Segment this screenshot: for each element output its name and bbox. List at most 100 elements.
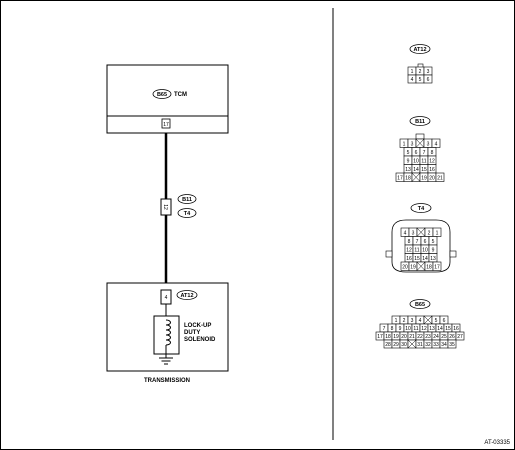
b65-pin: 31	[417, 342, 423, 348]
b65-pin: 20	[401, 334, 407, 340]
b65-pin: 2	[403, 318, 406, 324]
transmission-connector-label: AT12	[180, 293, 193, 299]
b11-cell	[435, 172, 445, 182]
at12-pin: 4	[411, 77, 414, 83]
transmission-pin-number: 4	[165, 295, 168, 301]
b11-badge	[409, 116, 431, 126]
t4-pin: 1	[436, 231, 439, 237]
solenoid-coil-icon	[165, 319, 171, 346]
b11-pin: 17	[397, 176, 403, 182]
t4-title: T4	[418, 206, 425, 212]
b11-pin: 7	[423, 150, 426, 156]
t4-pin: 10	[422, 248, 428, 254]
b65-blank-mark	[407, 339, 417, 349]
at12-pin: 5	[419, 77, 422, 83]
b65-pin: 28	[385, 342, 391, 348]
b11-pin: 18	[405, 176, 411, 182]
b11-pin: 4	[435, 142, 438, 148]
b11-pin: 8	[431, 150, 434, 156]
b65-pin: 8	[391, 326, 394, 332]
b11-pin: 5	[407, 150, 410, 156]
t4-tab-right	[449, 250, 457, 258]
b11-pin: 3	[427, 142, 430, 148]
at12-badge	[409, 44, 431, 54]
b65-pin: 19	[393, 334, 399, 340]
b65-pin: 5	[435, 318, 438, 324]
harness-connector-b-label: T4	[184, 211, 191, 217]
b11-pin: 11	[421, 159, 426, 165]
b11-pin: 20	[429, 176, 435, 182]
at12-title: AT12	[413, 47, 426, 53]
at12-cell	[423, 74, 433, 84]
t4-blank-mark	[416, 261, 426, 271]
t4-pin: 3	[412, 231, 415, 237]
tcm-label: TCM	[174, 92, 187, 98]
b65-pin: 18	[385, 334, 391, 340]
b65-pin: 10	[405, 326, 411, 332]
t4-pin: 16	[406, 256, 412, 262]
b65-cell	[447, 339, 457, 349]
at12-pin: 1	[411, 69, 414, 75]
b65-pin: 33	[433, 342, 439, 348]
b65-cell	[455, 331, 465, 341]
t4-pin: 7	[416, 239, 419, 245]
b11-pin: 9	[407, 159, 410, 165]
b65-badge	[409, 299, 431, 309]
t4-pin: 18	[426, 265, 432, 271]
b65-pin: 34	[441, 342, 447, 348]
b65-pin: 3	[411, 318, 414, 324]
t4-pin: 17	[434, 265, 440, 271]
tcm-pin-number: 17	[163, 122, 169, 128]
b11-pin: 10	[413, 159, 419, 165]
b11-blank-mark	[411, 172, 421, 182]
b65-pin: 16	[453, 326, 459, 332]
t4-pin: 15	[414, 256, 420, 262]
t4-pin: 6	[424, 239, 427, 245]
b11-pin: 12	[429, 159, 435, 165]
harness-badge-a	[177, 194, 197, 204]
b65-pin: 29	[393, 342, 399, 348]
b65-pin: 13	[429, 326, 435, 332]
b65-pin: 11	[413, 326, 418, 332]
b65-title: B65	[415, 302, 425, 308]
tcm-pin-box	[161, 118, 171, 129]
solenoid-label-line1: LOCK-UP	[184, 323, 211, 329]
harness-connector-a-label: B11	[182, 197, 192, 203]
t4-pin: 20	[402, 265, 408, 271]
b11-blank-mark	[415, 138, 425, 148]
b65-pin: 17	[377, 334, 383, 340]
b11-title: B11	[415, 119, 425, 125]
b65-pin: 12	[421, 326, 427, 332]
b11-latch	[415, 133, 425, 140]
b65-pin: 24	[433, 334, 439, 340]
at12-pin: 2	[419, 69, 422, 75]
b65-pin: 35	[449, 342, 455, 348]
solenoid-label-line2: DUTY	[184, 330, 200, 336]
t4-pin: 5	[432, 239, 435, 245]
b65-pin: 9	[399, 326, 402, 332]
t4-pin: 4	[404, 231, 407, 237]
b11-pin: 14	[413, 167, 419, 173]
tcm-connector-badge	[152, 89, 172, 99]
solenoid-label-line3: SOLENOID	[184, 337, 216, 343]
t4-blank-mark	[416, 227, 426, 237]
ground-icon	[159, 357, 173, 365]
b11-pin: 13	[405, 167, 411, 173]
b65-pin: 4	[419, 318, 422, 324]
b11-pin: 3	[411, 142, 414, 148]
transmission-label: TRANSMISSION	[144, 378, 190, 384]
at12-pin: 3	[427, 69, 430, 75]
t4-cell	[432, 261, 442, 271]
t4-pin: 11	[414, 248, 419, 254]
b65-pin: 22	[417, 334, 423, 340]
t4-pin: 8	[408, 239, 411, 245]
tcm-connector-label: B65	[157, 92, 167, 98]
transmission-connector-badge	[176, 290, 198, 300]
b11-pin: 19	[421, 176, 427, 182]
harness-connector-box	[160, 198, 172, 216]
